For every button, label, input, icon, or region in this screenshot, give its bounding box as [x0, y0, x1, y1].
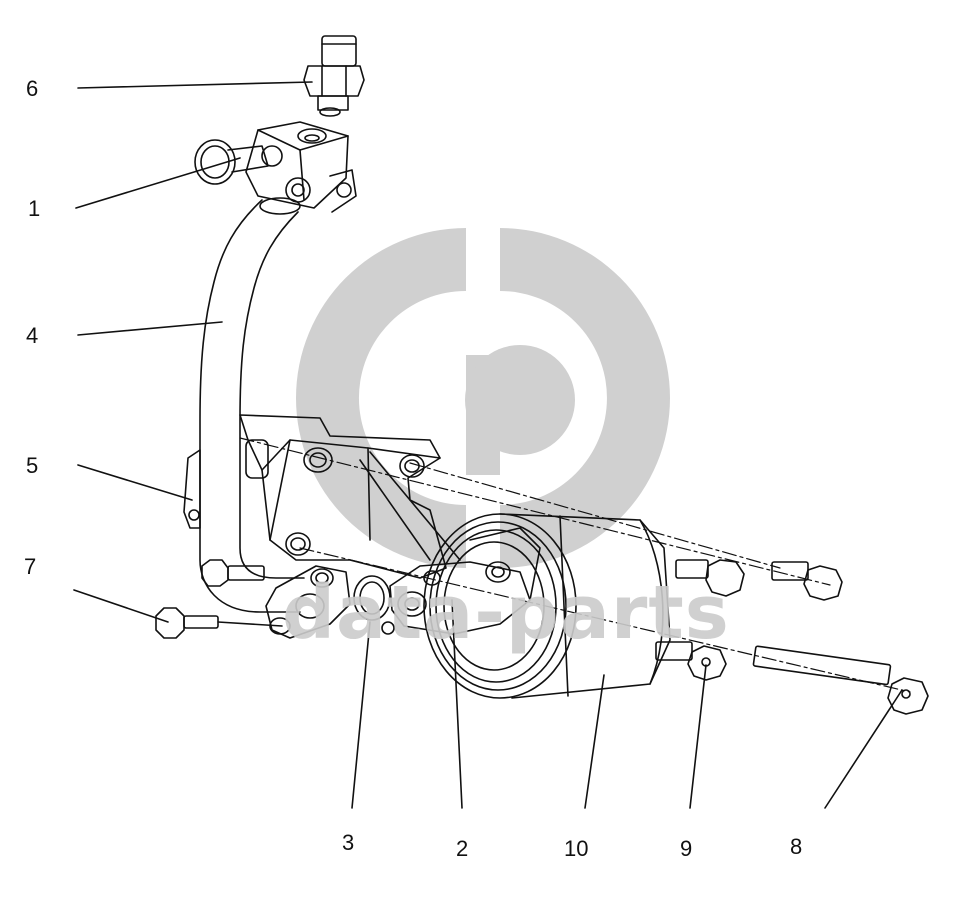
bolt-part-7	[155, 607, 283, 639]
callout-2: 2	[456, 836, 469, 861]
callout-6: 6	[26, 76, 39, 101]
valve-block-part-1	[194, 121, 357, 213]
mounting-bracket	[239, 414, 461, 579]
callout-3: 3	[342, 830, 355, 855]
bolt-upper-left	[201, 559, 265, 587]
callout-4: 4	[26, 323, 39, 348]
pulley-part-10	[423, 513, 671, 699]
seal-ring-part-3	[353, 575, 395, 635]
bolt-part-8	[752, 645, 929, 715]
bolt-long-upper	[771, 561, 843, 601]
clamp-part-5	[183, 449, 201, 529]
callout-7: 7	[24, 554, 37, 579]
callout-9: 9	[680, 836, 693, 861]
pipe-part-4	[199, 197, 305, 613]
bolt-part-9-upper	[675, 559, 745, 597]
callout-10: 10	[564, 836, 589, 861]
callout-1: 1	[28, 196, 41, 221]
watermark-logo	[296, 228, 670, 568]
callout-5: 5	[26, 453, 39, 478]
watermark-text: data-parts	[282, 570, 730, 656]
bolt-part-9	[655, 641, 727, 681]
callout-8: 8	[790, 834, 803, 859]
fitting-part-6	[303, 35, 365, 117]
bolt-axis-lines	[239, 437, 911, 693]
